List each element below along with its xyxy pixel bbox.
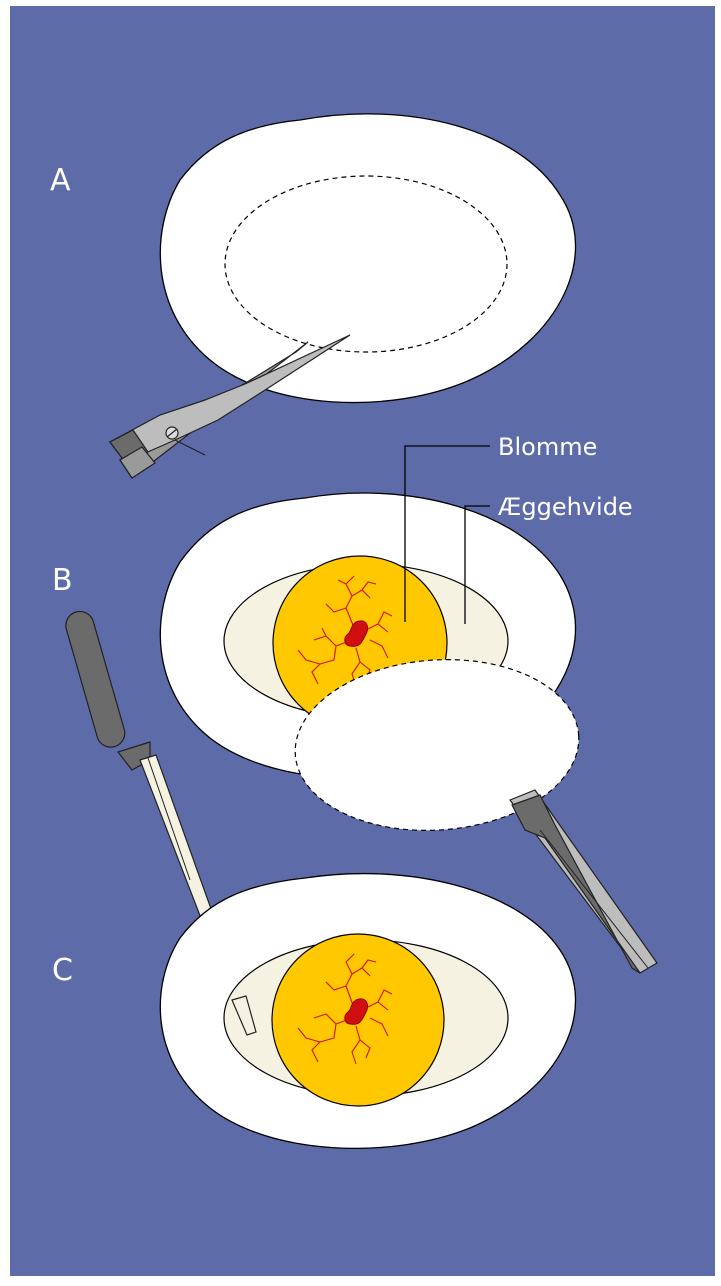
albumen-label: Æggehvide [498, 493, 633, 521]
step-a-group: A [50, 114, 576, 478]
step-a-label: A [50, 163, 71, 198]
step-b-label: B [52, 563, 73, 598]
step-c-group: C [52, 874, 576, 1149]
step-c-label: C [52, 953, 73, 988]
egg-a-shell [160, 114, 575, 403]
yolk-label: Blomme [498, 433, 597, 461]
